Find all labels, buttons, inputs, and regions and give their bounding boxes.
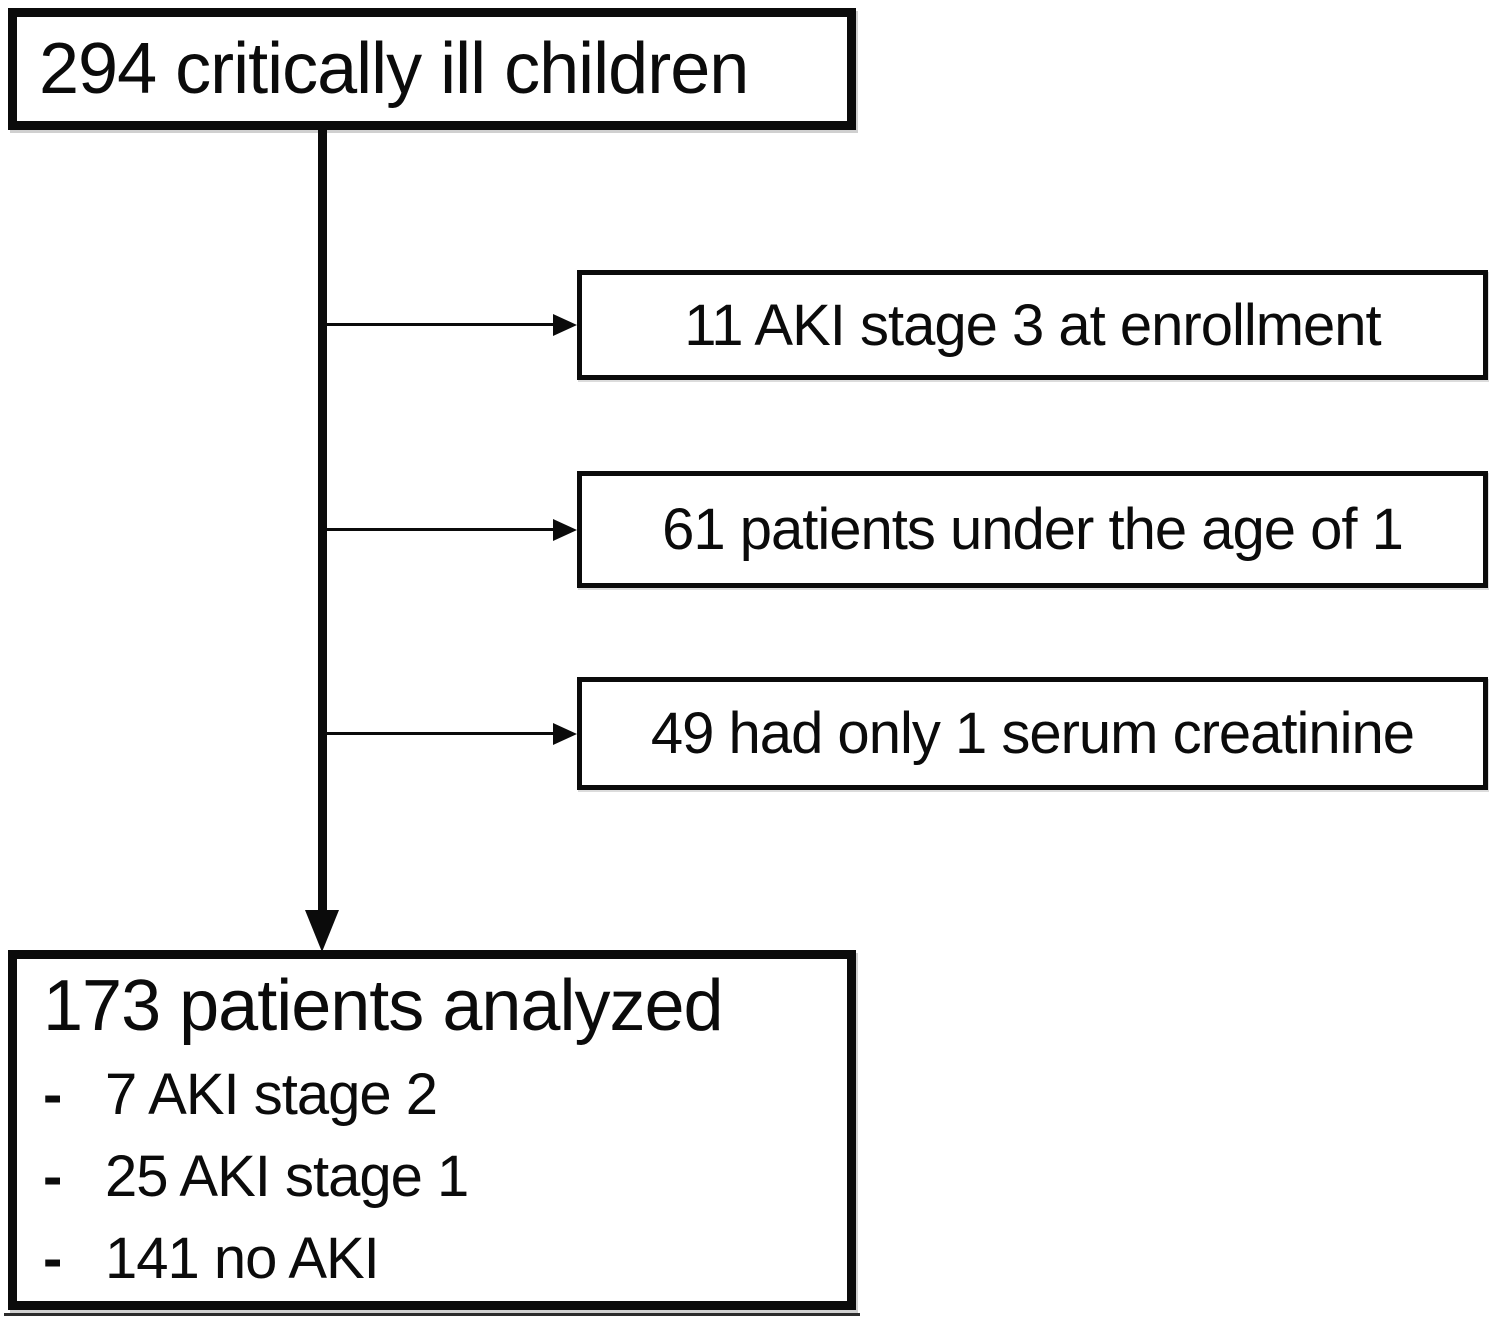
arrowhead-right-icon [553,723,577,745]
connector-exclusion-3-line [326,732,555,735]
node-exclusion-aki-stage3-label: 11 AKI stage 3 at enrollment [684,292,1381,358]
arrowhead-down-icon [305,910,339,952]
analyzed-item-aki-stage2: - 7 AKI stage 2 [43,1053,831,1135]
bullet-dash-icon: - [43,1061,62,1127]
node-exclusion-aki-stage3: 11 AKI stage 3 at enrollment [577,270,1488,380]
connector-exclusion-1-line [326,323,555,326]
node-exclusion-single-creatinine: 49 had only 1 serum creatinine [577,677,1488,790]
analyzed-item-aki-stage1-label: 25 AKI stage 1 [105,1143,469,1209]
bullet-dash-icon: - [43,1225,62,1291]
scan-artifact-line [4,1313,860,1316]
connector-vertical-line [318,128,327,910]
node-exclusion-under-age-1-label: 61 patients under the age of 1 [662,497,1404,562]
node-exclusion-single-creatinine-label: 49 had only 1 serum creatinine [650,701,1415,766]
analyzed-item-no-aki-label: 141 no AKI [105,1225,380,1291]
analyzed-item-aki-stage2-label: 7 AKI stage 2 [105,1061,438,1127]
connector-exclusion-2-line [326,528,555,531]
node-patients-analyzed-title: 173 patients analyzed [43,966,724,1046]
bullet-dash-icon: - [43,1143,62,1209]
arrowhead-right-icon [553,314,577,336]
node-exclusion-under-age-1: 61 patients under the age of 1 [577,471,1488,588]
node-enrolled-children-label: 294 critically ill children [39,29,749,109]
analyzed-item-no-aki: - 141 no AKI [43,1217,831,1299]
arrowhead-right-icon [553,519,577,541]
node-enrolled-children: 294 critically ill children [8,8,856,130]
node-patients-analyzed: 173 patients analyzed - 7 AKI stage 2 - … [8,950,856,1310]
analyzed-item-aki-stage1: - 25 AKI stage 1 [43,1135,831,1217]
